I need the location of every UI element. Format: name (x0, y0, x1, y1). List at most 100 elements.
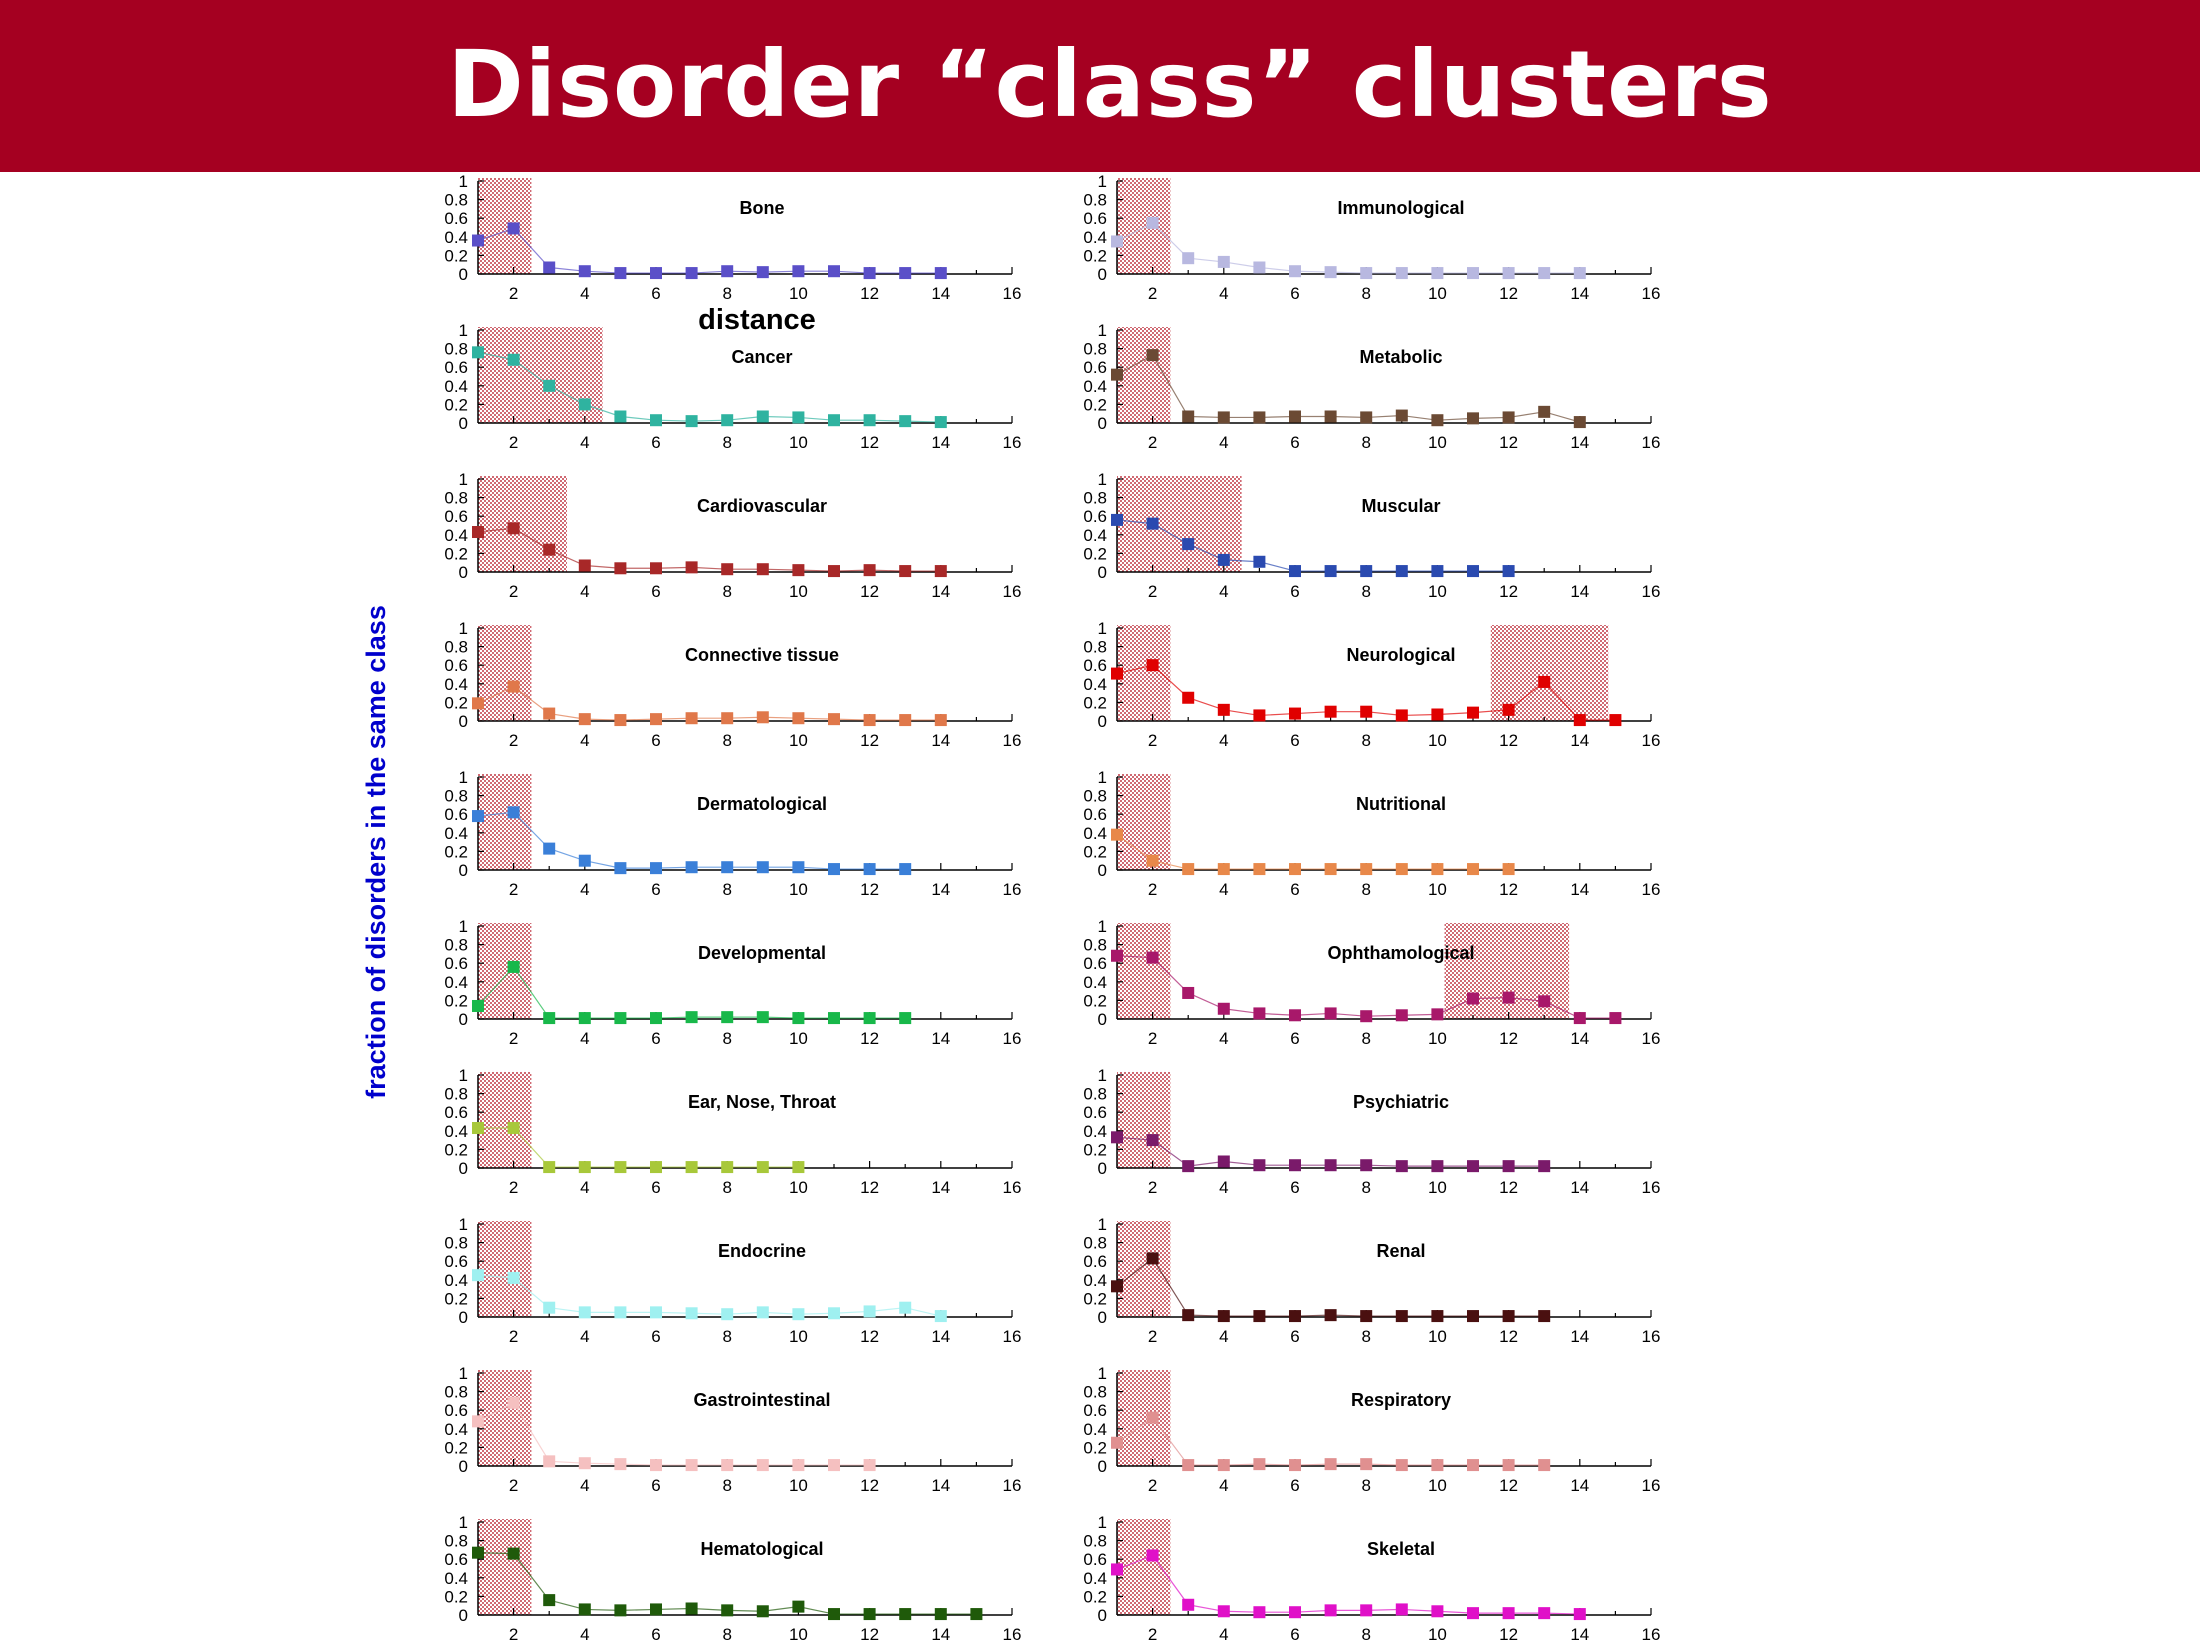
data-point (578, 1161, 591, 1174)
y-tick-label: 0.2 (1083, 842, 1107, 861)
x-tick-label: 4 (580, 1625, 589, 1644)
data-point (1360, 1010, 1373, 1023)
data-point (614, 1604, 627, 1617)
y-tick-label: 0.4 (1083, 824, 1107, 843)
data-point (1253, 1606, 1266, 1619)
data-point (1502, 1459, 1515, 1472)
data-point (970, 1608, 983, 1621)
data-point (1573, 714, 1586, 727)
data-point (1395, 1009, 1408, 1022)
y-tick-label: 0.2 (1083, 693, 1107, 712)
y-tick-label: 1 (459, 917, 468, 936)
data-point (756, 563, 769, 576)
highlight-band (531, 476, 567, 572)
y-tick-label: 0.4 (444, 228, 468, 247)
x-tick-label: 4 (1219, 1476, 1228, 1495)
data-point (1217, 553, 1230, 566)
data-point (1146, 659, 1159, 672)
data-point (614, 562, 627, 575)
data-point (507, 353, 520, 366)
y-tick-label: 0 (1098, 1308, 1107, 1327)
data-point (685, 1011, 698, 1024)
data-point (792, 1012, 805, 1025)
y-tick-label: 0.6 (1083, 954, 1107, 973)
data-point (507, 522, 520, 535)
data-point (721, 265, 734, 278)
x-tick-label: 14 (931, 1327, 950, 1346)
x-tick-label: 6 (651, 880, 660, 899)
data-point (828, 565, 840, 578)
data-point (614, 410, 627, 423)
x-tick-label: 12 (1499, 1625, 1518, 1644)
data-point (1324, 565, 1337, 578)
data-point (899, 863, 912, 876)
series-line (477, 965, 906, 1019)
data-point (543, 1455, 556, 1468)
x-tick-label: 8 (1361, 731, 1370, 750)
data-point (863, 1305, 876, 1318)
x-tick-label: 14 (1570, 880, 1589, 899)
y-tick-label: 1 (459, 619, 468, 638)
data-point (828, 1459, 840, 1472)
data-point (472, 697, 484, 710)
data-point (1431, 708, 1444, 721)
data-point (1538, 995, 1551, 1008)
y-tick-label: 0.8 (1083, 936, 1107, 955)
data-point (578, 398, 591, 411)
x-tick-label: 14 (1570, 1327, 1589, 1346)
y-tick-label: 1 (459, 1513, 468, 1532)
x-tick-label: 16 (1642, 1476, 1661, 1495)
data-point (1217, 1310, 1230, 1323)
data-point (1111, 949, 1123, 962)
data-point (792, 1600, 805, 1613)
y-tick-label: 0.4 (1083, 675, 1107, 694)
data-point (1253, 1007, 1266, 1020)
x-tick-label: 2 (509, 1327, 518, 1346)
data-point (1467, 1160, 1479, 1173)
data-point (721, 861, 734, 874)
x-tick-label: 2 (1148, 1327, 1157, 1346)
data-point (614, 1458, 627, 1471)
x-tick-label: 12 (860, 880, 879, 899)
x-tick-label: 2 (1148, 1476, 1157, 1495)
data-point (899, 267, 912, 280)
data-point (472, 1415, 484, 1428)
data-point (1609, 1012, 1622, 1025)
x-tick-label: 16 (1003, 1029, 1022, 1048)
x-tick-label: 16 (1642, 1178, 1661, 1197)
y-tick-label: 0.2 (444, 842, 468, 861)
data-point (1431, 1160, 1444, 1173)
y-tick-label: 0.4 (444, 824, 468, 843)
x-tick-label: 8 (722, 284, 731, 303)
data-point (1146, 951, 1159, 964)
data-point (899, 714, 912, 727)
data-point (1217, 255, 1230, 268)
x-tick-label: 6 (1290, 284, 1299, 303)
x-tick-label: 16 (1003, 284, 1022, 303)
data-point (650, 1459, 662, 1472)
data-point (1538, 675, 1551, 688)
panel-title: Ear, Nose, Throat (688, 1092, 836, 1112)
y-tick-label: 1 (1098, 470, 1107, 489)
data-point (1253, 555, 1266, 568)
data-point (685, 415, 698, 428)
data-point (685, 561, 698, 574)
y-tick-label: 1 (1098, 768, 1107, 787)
y-tick-label: 0.6 (1083, 358, 1107, 377)
highlight-band (1117, 1221, 1171, 1317)
data-point (1431, 1459, 1444, 1472)
data-point (1111, 667, 1123, 680)
data-point (934, 714, 947, 727)
data-point (1182, 1598, 1195, 1611)
x-tick-label: 14 (1570, 582, 1589, 601)
x-tick-label: 8 (722, 1476, 731, 1495)
y-tick-label: 0.8 (444, 787, 468, 806)
x-tick-label: 4 (1219, 1327, 1228, 1346)
highlight-band (1117, 774, 1171, 870)
y-tick-label: 0 (459, 563, 468, 582)
x-tick-label: 10 (1428, 1327, 1447, 1346)
x-tick-label: 4 (1219, 433, 1228, 452)
data-point (1146, 216, 1159, 229)
